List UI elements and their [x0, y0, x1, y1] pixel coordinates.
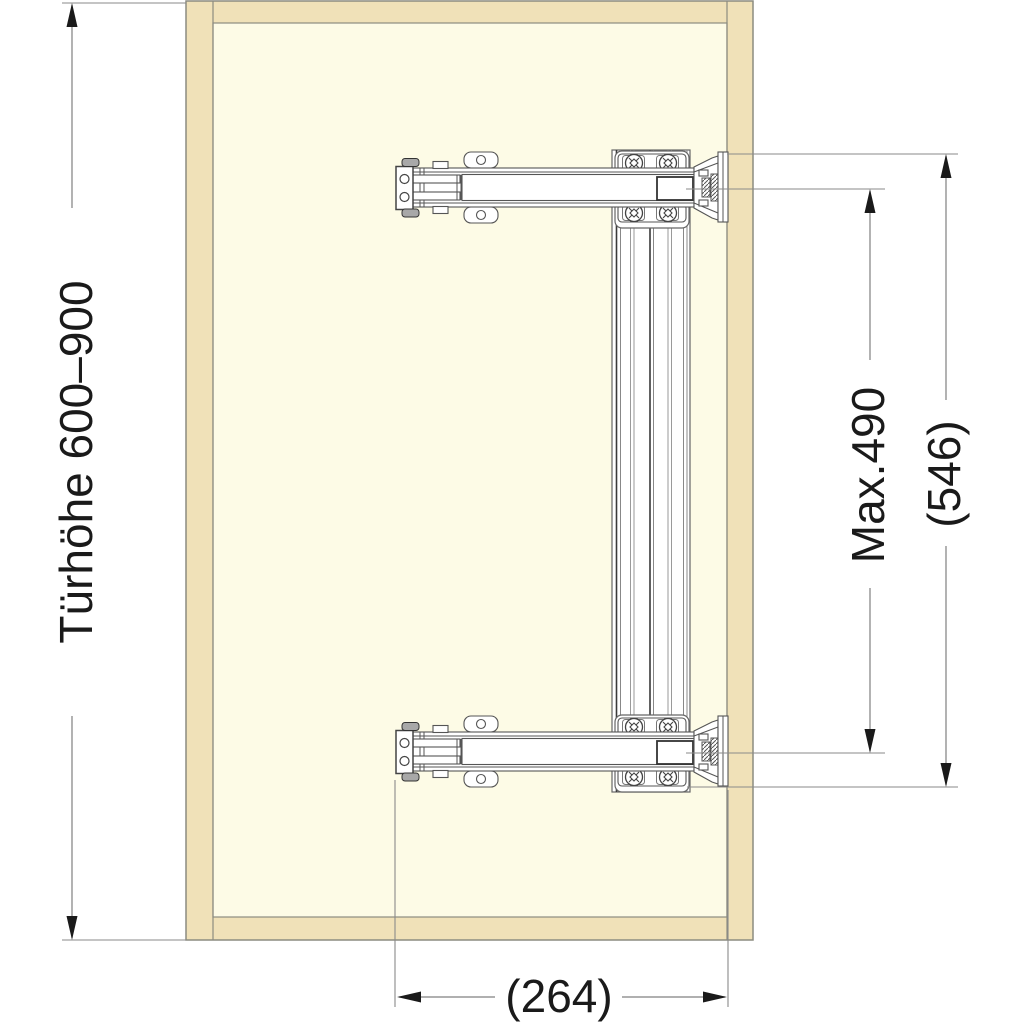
dim-arrow-up: [940, 154, 952, 178]
dimension-max-490: Max.490: [686, 188, 894, 754]
dim-arrow-right: [703, 991, 727, 1003]
dimension-overall-546: (546): [687, 153, 970, 788]
dim-arrow-up: [864, 189, 876, 213]
door-height-label: Türhöhe 600–900: [50, 280, 102, 643]
overall-frame-label: (546): [918, 420, 970, 527]
dimension-door-height: Türhöhe 600–900: [50, 2, 186, 941]
mounting-profile-rail: [611, 149, 691, 793]
dim-arrow-left: [397, 991, 421, 1003]
dim-arrow-down: [864, 729, 876, 753]
depth-label: (264): [505, 970, 612, 1022]
dim-arrow-up: [66, 3, 78, 27]
max-mounting-label: Max.490: [842, 387, 894, 563]
dimension-depth-264: (264): [394, 780, 729, 1022]
dim-arrow-down: [940, 763, 952, 787]
dim-arrow-down: [66, 916, 78, 940]
